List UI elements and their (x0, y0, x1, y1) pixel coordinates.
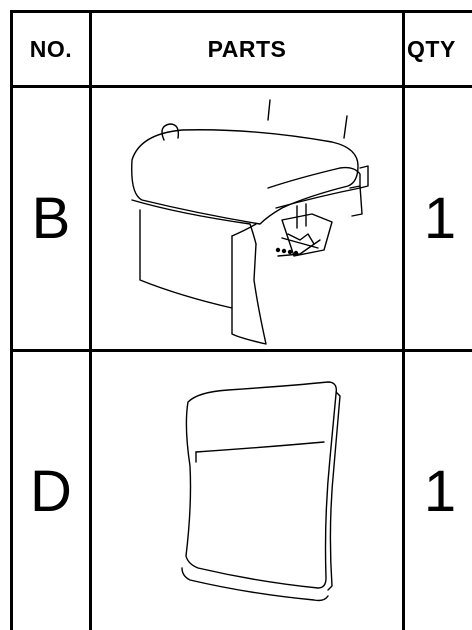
backrest-cushion-icon (92, 352, 402, 630)
header-parts: PARTS (207, 35, 287, 62)
seat-cushion-with-frame-icon (92, 88, 402, 349)
header-qty: QTY (407, 35, 456, 62)
part-number-b: B (31, 186, 71, 251)
quantity-b: 1 (423, 186, 457, 251)
part-number-d: D (30, 458, 72, 524)
table-border-top (10, 10, 472, 13)
row-divider (10, 349, 472, 352)
header-no: NO. (29, 35, 73, 62)
header-divider (10, 85, 472, 88)
parts-table: NO. PARTS QTY B (10, 10, 472, 630)
column-divider-parts (402, 10, 405, 630)
table-border-left (10, 10, 13, 630)
quantity-d: 1 (423, 458, 457, 524)
column-divider-no (89, 10, 92, 630)
